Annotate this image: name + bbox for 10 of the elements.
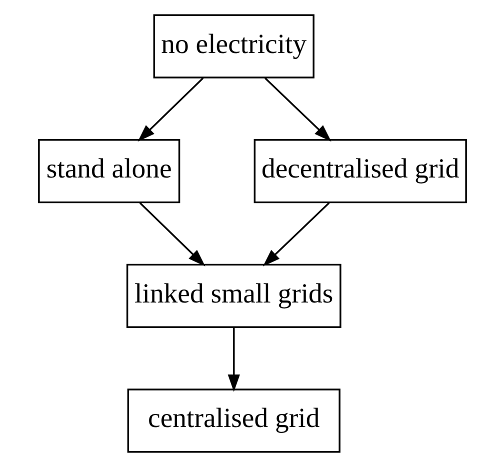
node-box: no electricity — [152, 14, 314, 78]
node-box: centralised grid — [126, 388, 340, 453]
arrow — [262, 202, 330, 266]
arrow — [137, 77, 204, 142]
node-box: stand alone — [38, 139, 180, 204]
arrow — [227, 328, 240, 392]
node-box: linked small grids — [126, 264, 341, 328]
arrow — [138, 202, 205, 266]
arrow — [264, 77, 331, 142]
node-box: decentralised grid — [253, 139, 466, 204]
